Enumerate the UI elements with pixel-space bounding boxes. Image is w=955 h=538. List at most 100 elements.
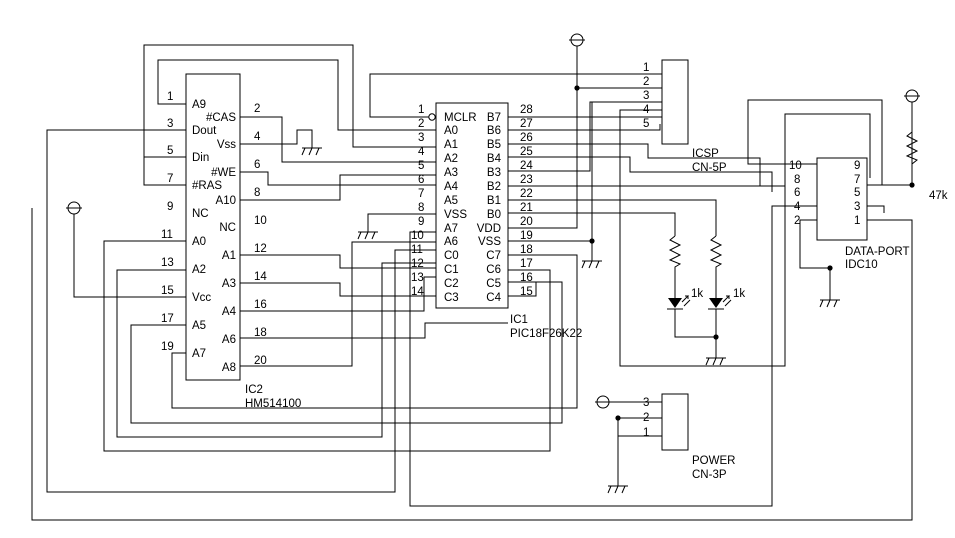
ic2-pin-name: A6 (222, 334, 236, 346)
ic2-pin-name: NC (192, 208, 209, 220)
ic1-pin-name: C2 (444, 278, 459, 290)
icsp-pin-num: 4 (643, 104, 650, 116)
ic1-pin-name: B1 (487, 195, 501, 207)
ic1-pin-name: MCLR (444, 112, 477, 124)
icsp-pin-num: 3 (643, 90, 649, 102)
led-arrow-icon (683, 299, 691, 307)
ic1-pin-name: C7 (486, 250, 501, 262)
ic2-pin-name: #WE (211, 167, 236, 179)
ic2-right-pins: 2 #CAS 4 Vss 6 #WE 8 A10 10 NC 12 A1 14 … (206, 103, 267, 374)
ic1-pin-name: A6 (444, 236, 458, 248)
ic2-pin-name: #CAS (206, 112, 236, 124)
ic2-pin-name: Vss (217, 139, 236, 151)
ground-icon (357, 231, 378, 240)
ic2-ref: IC2 (245, 384, 263, 396)
led-arrow-icon (724, 299, 732, 307)
resistor-zigzag (668, 235, 682, 298)
ground-icon (705, 357, 726, 366)
wire-vcc (73, 208, 186, 298)
ic1-pin-num: 9 (418, 216, 424, 228)
ic2-pin-num: 6 (254, 159, 260, 171)
ic2-pin-num: 11 (161, 229, 173, 241)
wires (31, 44, 913, 521)
wire-cas (240, 116, 436, 163)
ic1-pin-name: C0 (444, 250, 459, 262)
ground-icon (819, 299, 840, 308)
ic1-pin-num: 2 (418, 118, 424, 130)
icsp-body (661, 59, 689, 145)
ic2-pin-name: A9 (192, 99, 206, 111)
data-port-body (816, 157, 868, 241)
ic1-pin-name: B0 (487, 209, 501, 221)
ic1-pin-name: VSS (478, 236, 501, 248)
junction-dot (615, 415, 621, 421)
ic2-pin-name: A0 (192, 236, 206, 248)
ic2-pin-name: A5 (192, 320, 206, 332)
ic1-pin-name: VDD (477, 223, 501, 235)
ic1-pin-num: 10 (411, 230, 424, 242)
ic1-pin-num: 24 (520, 160, 533, 172)
ic1-pin-num: 20 (520, 216, 533, 228)
ic2-pin-num: 4 (254, 131, 261, 143)
ic1-part: PIC18F26K22 (510, 328, 582, 340)
resistor-zigzag (709, 235, 723, 298)
ic1-pin-name: B5 (487, 139, 501, 151)
power-pin-num: 3 (643, 397, 649, 409)
wire-a8 (240, 241, 436, 367)
ground-icon (581, 260, 602, 269)
data-port-connector: 10 8 6 4 2 9 7 5 3 1 DATA-PORT IDC10 (789, 157, 910, 271)
ic1-left-pins: 1 MCLR 2 A0 3 A1 4 A2 5 A3 6 A4 7 A5 8 V… (411, 104, 477, 304)
ic1-pin-name: VSS (444, 209, 467, 221)
ic1-pin-name: A3 (444, 167, 458, 179)
power-part: CN-3P (692, 469, 727, 481)
wire-a10 (240, 174, 436, 201)
power-connector: 3 2 1 POWER CN-3P (643, 393, 735, 481)
ic1-pin-name: C1 (444, 264, 459, 276)
ic1-pin-num: 26 (520, 132, 533, 144)
ic2-body (185, 73, 241, 381)
icsp-ref: ICSP (692, 148, 719, 160)
icsp-part: CN-5P (692, 162, 727, 174)
wire-a4 (240, 276, 436, 312)
ic1-pin-name: A0 (444, 125, 458, 137)
wire-dout (46, 129, 436, 493)
wire-b3 (508, 101, 662, 172)
ic2-pin-name: Vcc (192, 292, 211, 304)
vcc-symbols (66, 33, 920, 409)
ic1-pin-name: B6 (487, 125, 501, 137)
ic2-pin-name: A1 (222, 250, 236, 262)
junction-dot (827, 265, 833, 271)
wire-led-gnd (674, 322, 717, 338)
ic1-pin-num: 13 (411, 272, 424, 284)
wire-a0 (103, 240, 551, 452)
wire-a6 (240, 322, 508, 339)
ic2: 1 A9 3 Dout 5 Din 7 #RAS 9 NC 11 A0 13 A… (161, 73, 301, 410)
data-port-pin-num: 5 (854, 187, 860, 199)
ic2-pin-num: 13 (161, 257, 174, 269)
icsp-connector: 1 2 3 4 5 ICSP CN-5P (643, 59, 727, 174)
ic2-pin-name: A10 (216, 195, 236, 207)
data-port-pin-num: 7 (854, 174, 860, 186)
wire-dp-3 (867, 205, 885, 213)
pullup-resistor: 47k (905, 104, 948, 202)
wire-b6 (508, 124, 661, 131)
led-2: 1k (708, 235, 745, 322)
ground-icon (301, 147, 322, 156)
ic2-pin-num: 15 (161, 285, 174, 297)
led-diode-icon (709, 298, 723, 308)
data-port-pin-num: 1 (854, 215, 860, 227)
ic1-pin-num: 22 (520, 188, 533, 200)
data-port-pin-num: 8 (794, 174, 800, 186)
wire-vdd (508, 46, 578, 229)
ic2-pin-name: Din (192, 152, 209, 164)
wire-a7 (171, 254, 578, 409)
data-port-ref: DATA-PORT (845, 246, 910, 258)
ic1-pin-name: A5 (444, 195, 458, 207)
resistor-value: 47k (929, 190, 948, 202)
ic2-pin-num: 20 (254, 355, 267, 367)
ic1-pin-num: 6 (418, 174, 424, 186)
ic1-pin-num: 11 (411, 244, 423, 256)
vcc-icon (904, 89, 920, 103)
ic2-left-pins: 1 A9 3 Dout 5 Din 7 #RAS 9 NC 11 A0 13 A… (161, 91, 222, 360)
ic2-pin-num: 16 (254, 299, 267, 311)
